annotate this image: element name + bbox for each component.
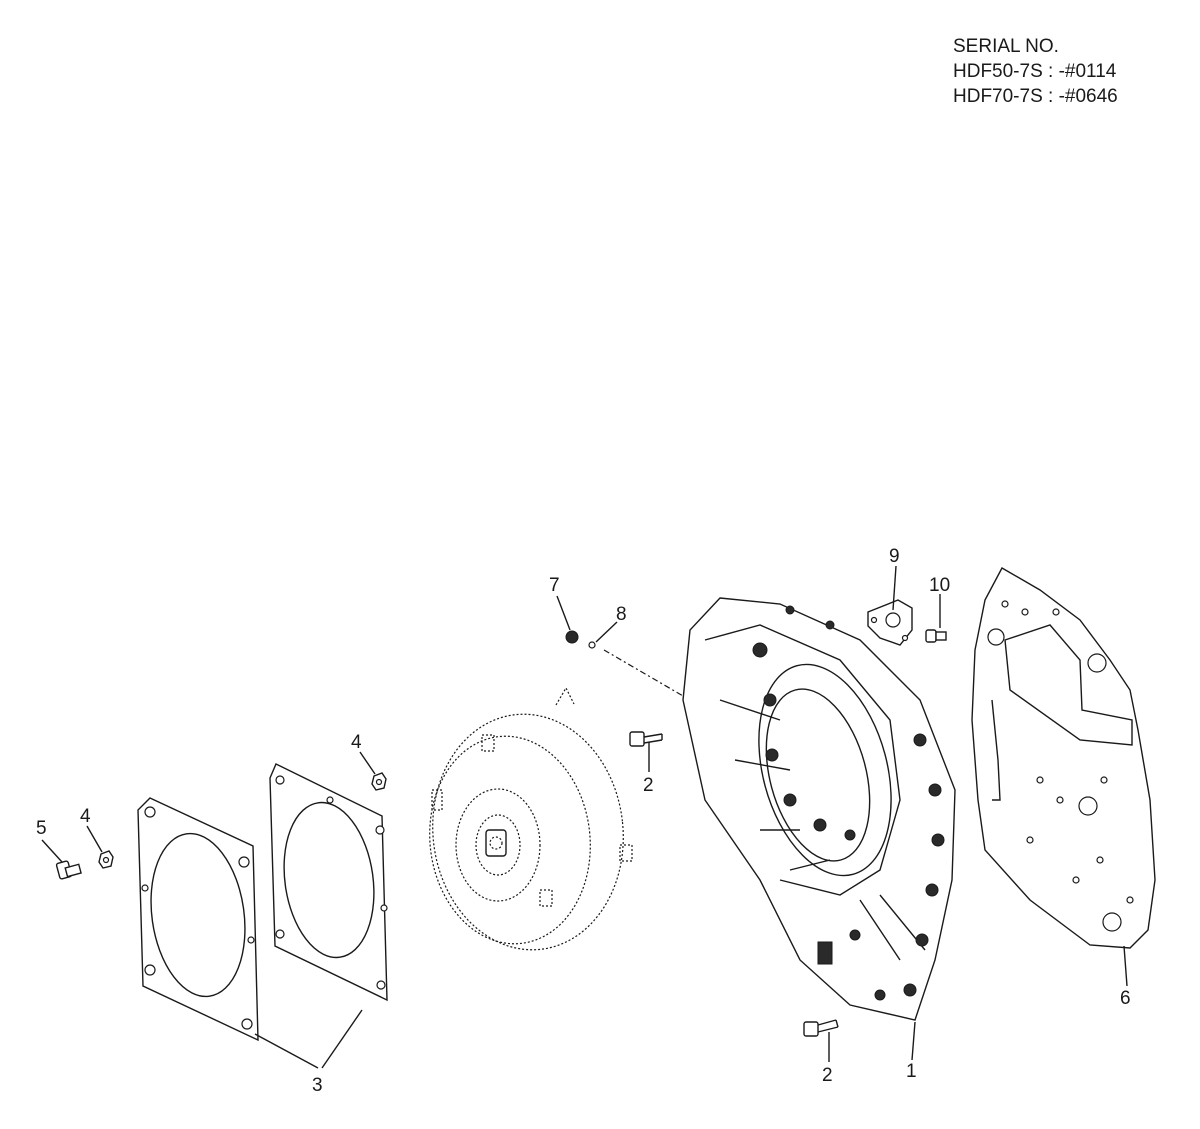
callout-2-upper: 2	[643, 775, 654, 796]
part-2-bolt-lower[interactable]	[803, 1019, 839, 1037]
callout-4-right: 4	[351, 732, 362, 753]
part-6-gasket[interactable]	[971, 567, 1156, 949]
callout-3: 3	[312, 1075, 323, 1096]
part-7-plug[interactable]	[565, 630, 579, 644]
callout-4-left: 4	[80, 806, 91, 827]
callout-1: 1	[906, 1061, 917, 1082]
part-4-nut-right[interactable]	[371, 772, 387, 791]
part-3-plate-front[interactable]	[137, 797, 259, 1042]
callout-7: 7	[549, 575, 560, 596]
part-8-install-path	[603, 649, 691, 701]
callout-5: 5	[36, 818, 47, 839]
serial-number-block: SERIAL NO. HDF50-7S : -#0114 HDF70-7S : …	[953, 34, 1118, 109]
part-3-plate-rear[interactable]	[269, 763, 388, 1002]
part-1-housing[interactable]	[682, 597, 956, 1021]
serial-line-hdf70: HDF70-7S : -#0646	[953, 86, 1118, 107]
leader-lines	[41, 565, 1128, 1062]
torque-converter	[429, 686, 633, 951]
part-2-bolt-upper[interactable]	[629, 731, 663, 747]
part-9-cover-plate[interactable]	[867, 599, 913, 646]
part-5-bolt[interactable]	[55, 860, 82, 880]
serial-heading: SERIAL NO.	[953, 36, 1059, 57]
serial-line-hdf50: HDF50-7S : -#0114	[953, 61, 1117, 82]
callout-10: 10	[929, 575, 950, 596]
part-3-leader	[254, 1009, 363, 1069]
callout-6: 6	[1120, 988, 1131, 1009]
callout-9: 9	[889, 546, 900, 567]
part-10-bolt[interactable]	[925, 629, 947, 643]
callout-2-lower: 2	[822, 1065, 833, 1086]
callout-8: 8	[616, 604, 627, 625]
part-4-nut-left[interactable]	[98, 850, 114, 869]
part-8-o-ring[interactable]	[588, 641, 596, 649]
